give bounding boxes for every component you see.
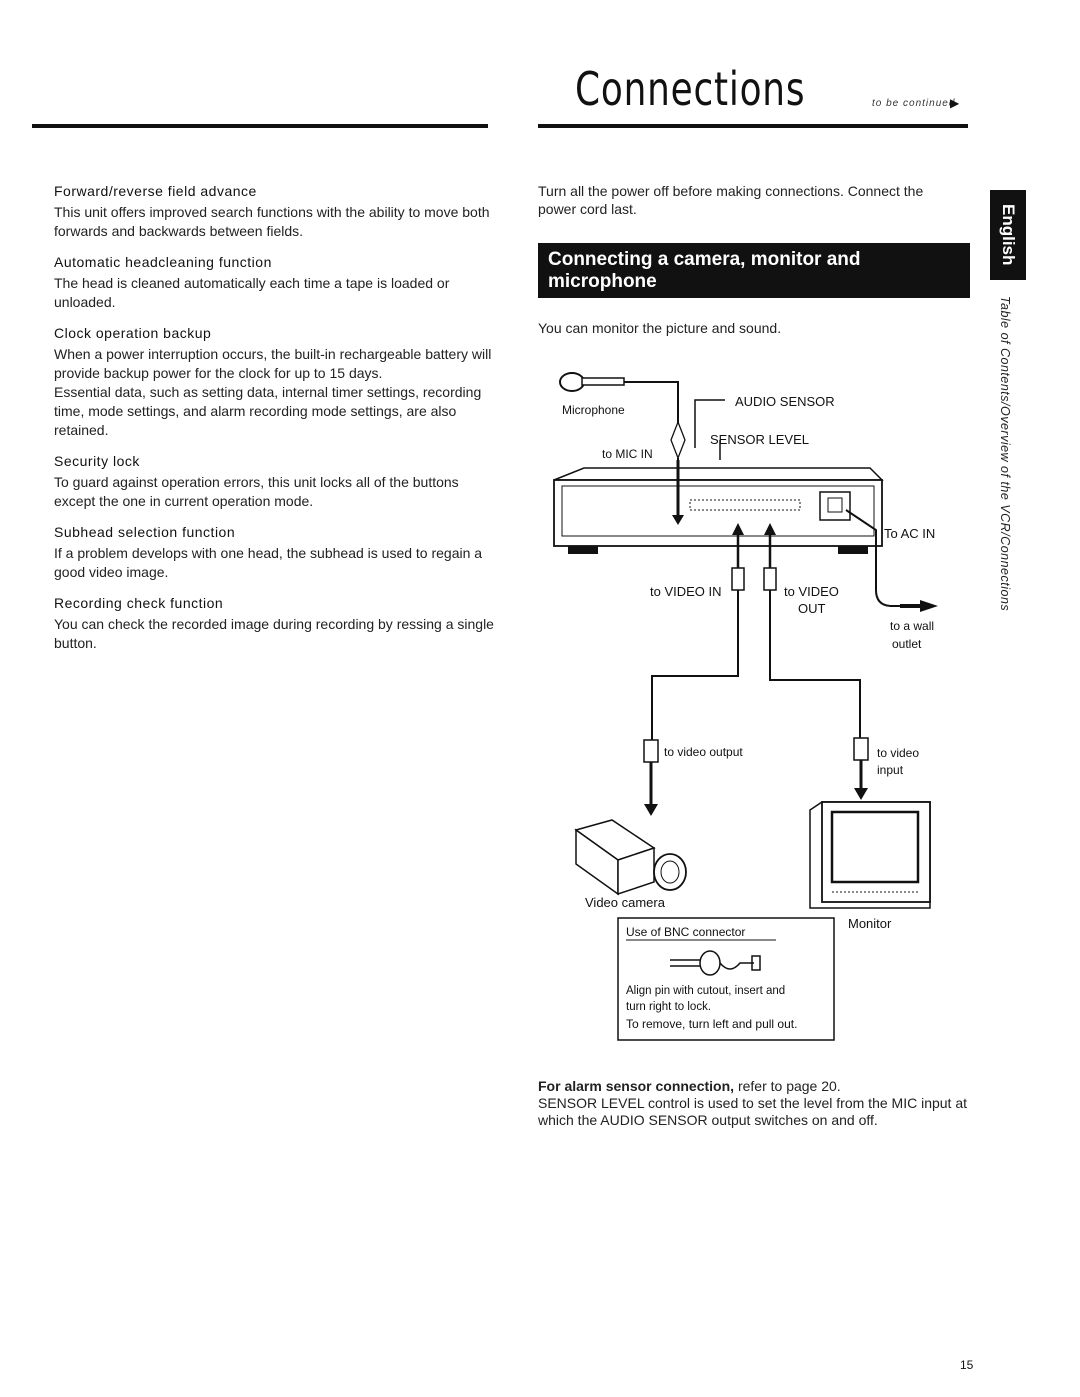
footer-heading-line: For alarm sensor connection, refer to pa…	[538, 1078, 968, 1095]
label-video-camera: Video camera	[585, 895, 666, 910]
label-to-video-output: to video output	[664, 745, 743, 759]
label-outlet: outlet	[892, 637, 922, 651]
feature-heading: Security lock	[54, 453, 140, 469]
intro-text: Turn all the power off before making con…	[538, 183, 924, 217]
feature-body: You can check the recorded image during …	[54, 616, 494, 651]
feature-section: Subhead selection function If a problem …	[54, 523, 494, 582]
feature-section: Automatic headcleaning function The head…	[54, 253, 494, 312]
microphone-icon	[559, 372, 625, 392]
footer-note: For alarm sensor connection, refer to pa…	[538, 1078, 968, 1129]
monitor-text: You can monitor the picture and sound.	[538, 320, 782, 336]
label-to-a-wall: to a wall	[890, 619, 934, 633]
label-to-video-in: to VIDEO IN	[650, 584, 722, 599]
label-out: OUT	[798, 601, 826, 616]
feature-section: Recording check function You can check t…	[54, 594, 494, 653]
bnc-line-2: turn right to lock.	[626, 1001, 711, 1013]
feature-body: This unit offers improved search functio…	[54, 204, 490, 239]
feature-section: Clock operation backup When a power inte…	[54, 324, 494, 440]
side-navigation[interactable]: Table of Contents/Overview of the VCR/Co…	[998, 296, 1012, 612]
bnc-info-box: Use of BNC connector Align pin with cuto…	[617, 917, 835, 1041]
footer-bold: For alarm sensor connection,	[538, 1078, 735, 1094]
page-number: 15	[960, 1358, 974, 1372]
page-title: Connections	[575, 62, 806, 116]
feature-heading: Subhead selection function	[54, 524, 236, 540]
bnc-connector-icon	[731, 567, 777, 591]
label-to-ac-in: To AC IN	[884, 526, 935, 541]
feature-section: Forward/reverse field advance This unit …	[54, 182, 494, 241]
label-to-video: to video	[877, 746, 919, 760]
feature-heading: Clock operation backup	[54, 325, 212, 341]
vcr-unit	[553, 467, 884, 554]
monitor-icon	[809, 801, 931, 909]
label-audio-sensor: AUDIO SENSOR	[735, 394, 835, 409]
feature-heading: Recording check function	[54, 595, 224, 611]
bnc-plug-icon	[670, 950, 761, 976]
bnc-title: Use of BNC connector	[626, 925, 745, 939]
header-rule-left	[32, 124, 488, 128]
feature-section: Security lock To guard against operation…	[54, 452, 494, 511]
language-tab[interactable]: English	[990, 190, 1026, 280]
feature-heading: Automatic headcleaning function	[54, 254, 272, 270]
bnc-line-3: To remove, turn left and pull out.	[626, 1017, 797, 1031]
feature-body: To guard against operation errors, this …	[54, 474, 459, 509]
label-input: input	[877, 763, 904, 777]
label-to-video-out: to VIDEO	[784, 584, 839, 599]
footer-body: SENSOR LEVEL control is used to set the …	[538, 1095, 968, 1128]
feature-list: Forward/reverse field advance This unit …	[54, 182, 494, 665]
feature-body: Essential data, such as setting data, in…	[54, 384, 482, 438]
continue-arrow-icon: ▶	[950, 96, 960, 110]
header-rule-right	[538, 124, 968, 128]
video-camera-icon	[574, 819, 687, 896]
feature-body: If a problem develops with one head, the…	[54, 545, 483, 580]
connection-diagram: Microphone AUDIO SENSOR SENSOR LEVEL to …	[553, 372, 938, 1041]
feature-heading: Forward/reverse field advance	[54, 183, 257, 199]
feature-body: The head is cleaned automatically each t…	[54, 275, 450, 310]
label-microphone: Microphone	[562, 403, 625, 417]
section-banner: Connecting a camera, monitor and microph…	[538, 243, 970, 298]
label-sensor-level: SENSOR LEVEL	[710, 432, 809, 447]
label-to-mic-in: to MIC IN	[602, 447, 653, 461]
footer-ref: refer to page 20.	[734, 1078, 841, 1094]
feature-body: When a power interruption occurs, the bu…	[54, 346, 492, 381]
continued-note: to be continued	[872, 98, 956, 109]
bnc-line-1: Align pin with cutout, insert and	[626, 985, 785, 997]
label-monitor: Monitor	[848, 916, 892, 931]
